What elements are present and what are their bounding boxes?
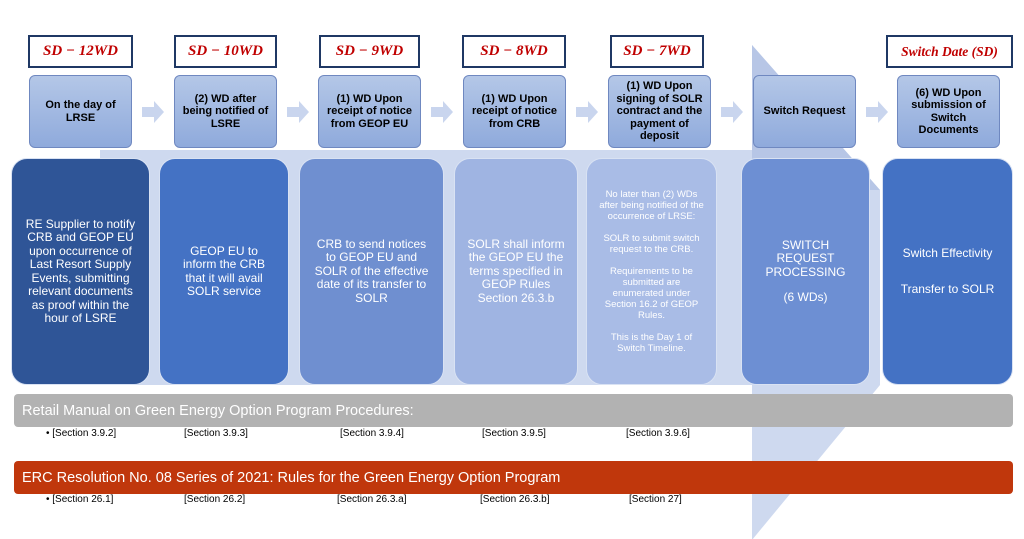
- chevron-right-icon: [866, 101, 888, 123]
- sd-label-7wd: SD − 7WD: [610, 35, 704, 68]
- sd-label-8wd: SD − 8WD: [462, 35, 566, 68]
- detail-text-5c: Requirements to be submitted are enumera…: [604, 266, 699, 321]
- step-text-6: Switch Request: [763, 105, 846, 118]
- detail-text-2: GEOP EU to inform the CRB that it will a…: [182, 243, 266, 298]
- detail-text-6a: SWITCH REQUEST PROCESSING: [765, 237, 846, 279]
- step-text-1: On the day of LRSE: [45, 99, 116, 124]
- erc-section-4: [Section 26.3.b]: [480, 494, 550, 505]
- sd-label-10wd: SD − 10WD: [174, 35, 277, 68]
- chevron-right-icon: [721, 101, 743, 123]
- detail-text-6b: (6 WDs): [783, 290, 828, 304]
- step-text-4: (1) WD Upon receipt of notice from CRB: [472, 92, 557, 130]
- sd-label-12wd: SD − 12WD: [28, 35, 133, 68]
- detail-text-7a: Switch Effectivity: [902, 246, 993, 260]
- step-text-7: (6) WD Upon submission of Switch Documen…: [911, 86, 986, 137]
- detail-box-6: SWITCH REQUEST PROCESSING (6 WDs): [741, 158, 870, 385]
- erc-section-3: [Section 26.3.a]: [337, 494, 407, 505]
- step-text-5: (1) WD Upon signing of SOLR contract and…: [616, 80, 703, 143]
- detail-text-5b: SOLR to submit switch request to the CRB…: [603, 233, 700, 255]
- step-box-7: (6) WD Upon submission of Switch Documen…: [897, 75, 1000, 148]
- detail-text-7b: Transfer to SOLR: [900, 281, 995, 296]
- detail-text-5d: This is the Day 1 of Switch Timeline.: [610, 332, 693, 354]
- detail-text-1: RE Supplier to notify CRB and GEOP EU up…: [25, 216, 136, 325]
- detail-text-4: SOLR shall inform the GEOP EU the terms …: [467, 236, 565, 305]
- retail-section-4: [Section 3.9.5]: [482, 428, 546, 439]
- retail-section-5: [Section 3.9.6]: [626, 428, 690, 439]
- chevron-right-icon: [576, 101, 598, 123]
- erc-resolution-title: ERC Resolution No. 08 Series of 2021: Ru…: [22, 469, 561, 486]
- chevron-right-icon: [142, 101, 164, 123]
- retail-section-3: [Section 3.9.4]: [340, 428, 404, 439]
- sd-label-switch-date: Switch Date (SD): [886, 35, 1013, 68]
- detail-box-4: SOLR shall inform the GEOP EU the terms …: [454, 158, 578, 385]
- sd-label-9wd: SD − 9WD: [319, 35, 420, 68]
- erc-section-2: [Section 26.2]: [184, 494, 246, 505]
- detail-box-7: Switch Effectivity Transfer to SOLR: [882, 158, 1013, 385]
- step-box-5: (1) WD Upon signing of SOLR contract and…: [608, 75, 711, 148]
- step-box-4: (1) WD Upon receipt of notice from CRB: [463, 75, 566, 148]
- step-box-3: (1) WD Upon receipt of notice from GEOP …: [318, 75, 421, 148]
- step-text-2: (2) WD after being notified of LSRE: [182, 92, 269, 130]
- retail-section-2: [Section 3.9.3]: [184, 428, 248, 439]
- detail-box-3: CRB to send notices to GEOP EU and SOLR …: [299, 158, 444, 385]
- retail-section-1: • [Section 3.9.2]: [46, 428, 117, 439]
- chevron-right-icon: [431, 101, 453, 123]
- erc-resolution-bar: ERC Resolution No. 08 Series of 2021: Ru…: [14, 461, 1013, 494]
- detail-box-5: No later than (2) WDs after being notifi…: [586, 158, 717, 385]
- step-box-1: On the day of LRSE: [29, 75, 132, 148]
- erc-section-5: [Section 27]: [629, 494, 682, 505]
- step-text-3: (1) WD Upon receipt of notice from GEOP …: [327, 92, 412, 130]
- step-box-2: (2) WD after being notified of LSRE: [174, 75, 277, 148]
- detail-text-5a: No later than (2) WDs after being notifi…: [599, 189, 704, 222]
- detail-text-3: CRB to send notices to GEOP EU and SOLR …: [314, 236, 429, 305]
- detail-box-1: RE Supplier to notify CRB and GEOP EU up…: [11, 158, 150, 385]
- chevron-right-icon: [287, 101, 309, 123]
- step-box-6: Switch Request: [753, 75, 856, 148]
- retail-manual-bar: Retail Manual on Green Energy Option Pro…: [14, 394, 1013, 427]
- erc-section-1: • [Section 26.1]: [46, 494, 114, 505]
- detail-box-2: GEOP EU to inform the CRB that it will a…: [159, 158, 289, 385]
- retail-manual-title: Retail Manual on Green Energy Option Pro…: [22, 402, 414, 419]
